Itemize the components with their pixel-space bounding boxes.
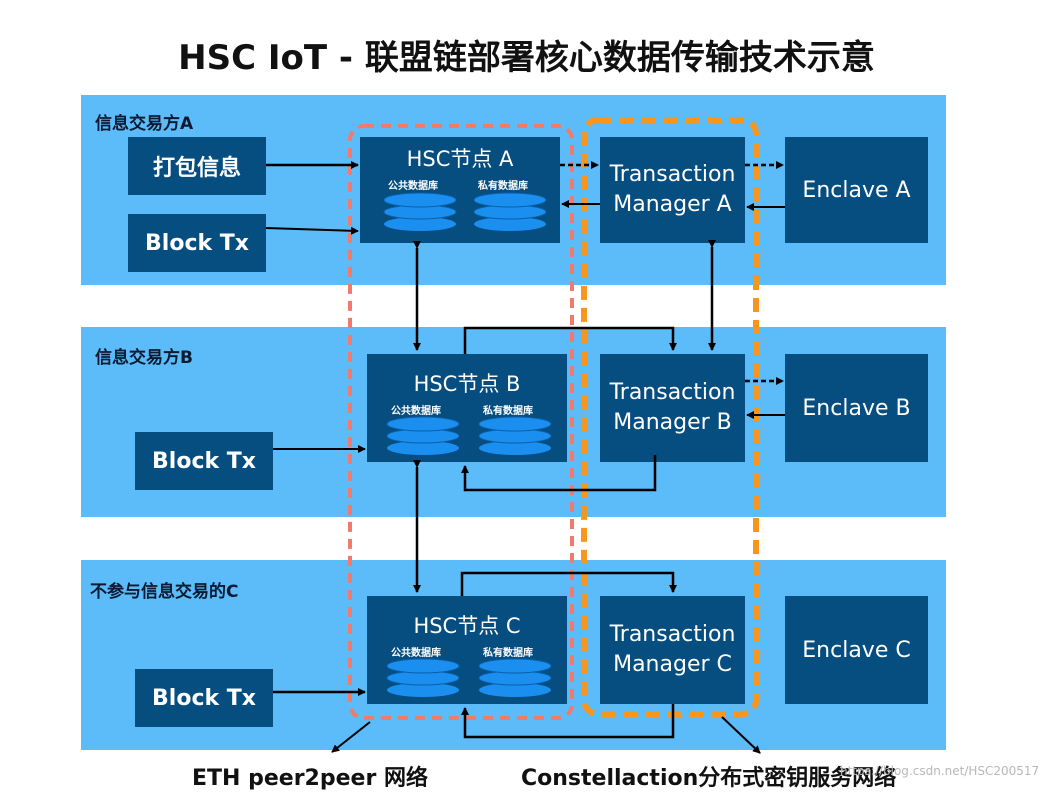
- enclave-b: Enclave B: [785, 354, 928, 462]
- tm-b-line2: Manager B: [613, 410, 732, 435]
- node-c-title: HSC节点 C: [413, 614, 521, 638]
- node-a-title: HSC节点 A: [406, 147, 514, 171]
- block-tx-c-box: Block Tx: [135, 669, 273, 727]
- block-tx-a-box: Block Tx: [128, 214, 266, 272]
- tm-c-line2: Manager C: [613, 652, 732, 677]
- node-b-title: HSC节点 B: [413, 372, 521, 396]
- node-b-private-db-label: 私有数据库: [483, 406, 533, 417]
- eth-network-label: ETH peer2peer 网络: [192, 766, 428, 791]
- band-b-label: 信息交易方B: [95, 348, 193, 368]
- arrow-tm-c-to-node-c: [461, 704, 675, 739]
- band-c-label: 不参与信息交易的C: [90, 582, 239, 602]
- node-b-private-db-icon: [478, 416, 552, 455]
- node-c-private-db-icon: [478, 658, 552, 697]
- watermark: https://blog.csdn.net/HSC200517: [840, 764, 1040, 778]
- constellation-network-label: Constellaction分布式密钥服务网络: [521, 766, 897, 791]
- arrow-eth-label: [331, 721, 371, 753]
- hsc-node-a: HSC节点 A 公共数据库 私有数据库: [360, 137, 560, 243]
- node-b-public-db-icon: [386, 416, 460, 455]
- node-a-public-db-label: 公共数据库: [388, 181, 438, 192]
- hsc-node-b: HSC节点 B 公共数据库 私有数据库: [367, 354, 567, 462]
- tm-b-line1: Transaction: [609, 380, 736, 405]
- transaction-manager-c: Transaction Manager C: [600, 596, 745, 704]
- block-tx-b-box: Block Tx: [135, 432, 273, 490]
- transaction-manager-a: Transaction Manager A: [600, 137, 745, 243]
- arrow-constellation-label: [721, 716, 761, 754]
- transaction-manager-b: Transaction Manager B: [600, 354, 745, 462]
- node-a-public-db-icon: [383, 192, 457, 231]
- node-a-private-db-label: 私有数据库: [478, 181, 528, 192]
- node-c-private-db-label: 私有数据库: [483, 648, 533, 659]
- eth-network-outline: [348, 124, 574, 720]
- enclave-a: Enclave A: [785, 137, 928, 243]
- node-c-public-db-label: 公共数据库: [391, 648, 441, 659]
- constellation-network-outline: [581, 117, 759, 717]
- band-a-label: 信息交易方A: [95, 114, 194, 134]
- node-b-public-db-label: 公共数据库: [391, 406, 441, 417]
- arrow-tm-b-to-node-b: [461, 455, 657, 492]
- tm-a-line1: Transaction: [609, 162, 736, 187]
- page-title: HSC IoT - 联盟链部署核心数据传输技术示意: [178, 38, 875, 78]
- pack-info-box: 打包信息: [128, 137, 266, 195]
- tm-c-line1: Transaction: [609, 622, 736, 647]
- node-a-private-db-icon: [473, 192, 547, 231]
- tm-a-line2: Manager A: [613, 192, 732, 217]
- arrow-blocktx-a-to-node-a: [265, 226, 359, 235]
- node-c-public-db-icon: [386, 658, 460, 697]
- arrow-node-c-to-tm-c: [460, 571, 677, 596]
- enclave-c: Enclave C: [785, 596, 928, 704]
- arrow-node-b-to-tm-b: [463, 326, 677, 354]
- hsc-node-c: HSC节点 C 公共数据库 私有数据库: [367, 596, 567, 704]
